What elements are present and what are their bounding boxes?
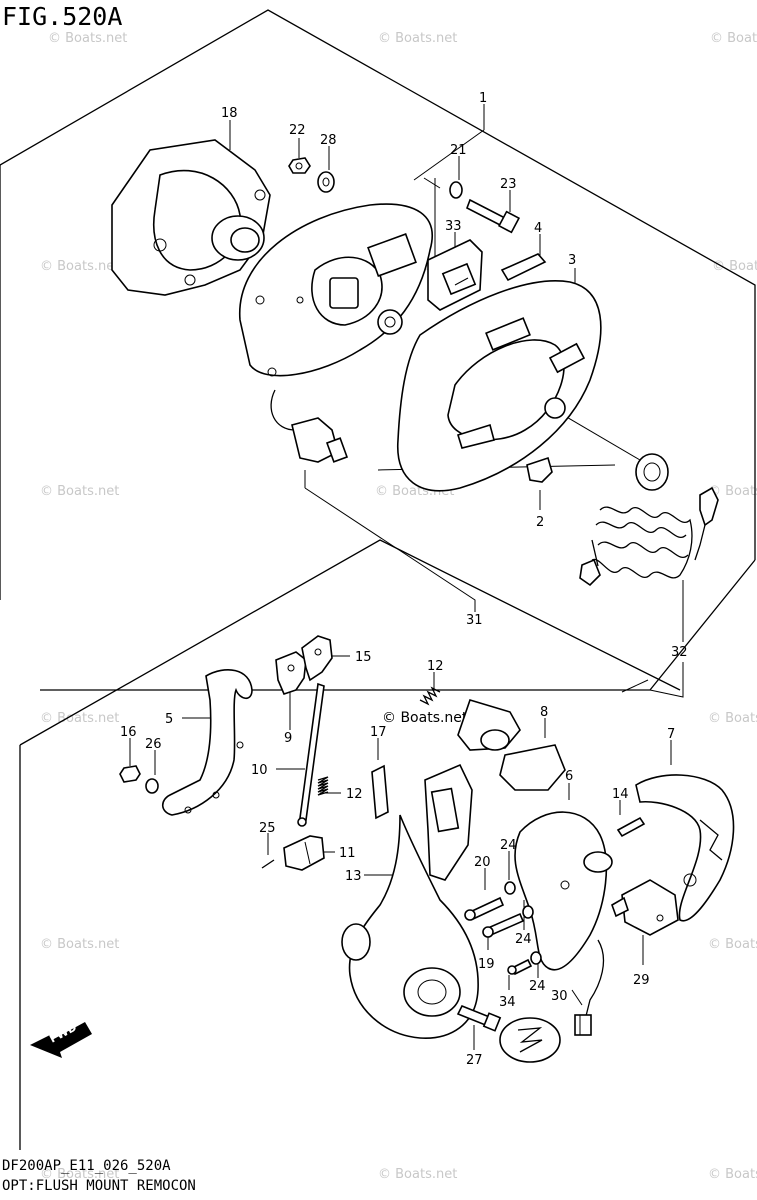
- callout-5: 5: [165, 712, 173, 727]
- part-13-lever: [341, 763, 479, 1039]
- watermark: © Boats.net: [708, 484, 757, 499]
- callout-4: 4: [534, 221, 542, 236]
- callout-24b: 24: [515, 932, 532, 947]
- callout-14: 14: [612, 787, 629, 802]
- suzuki-emblem: [499, 1017, 561, 1063]
- part-3-front-cover: [397, 280, 602, 492]
- part-29-switch: [611, 879, 679, 936]
- part-10-rod: [297, 682, 325, 827]
- part-24-washer-b: [522, 905, 534, 919]
- part-24-washer-c: [530, 951, 542, 965]
- callout-2: 2: [536, 515, 544, 530]
- part-2-block: [526, 456, 553, 483]
- callout-27: 27: [466, 1053, 483, 1068]
- watermark: © Boats.net: [48, 31, 127, 46]
- cover-plate: [239, 203, 433, 377]
- part-23-screw: [466, 198, 521, 234]
- callout-25: 25: [259, 821, 276, 836]
- part-28-washer: [317, 171, 335, 193]
- part-19-screw: [482, 912, 525, 938]
- callout-18: 18: [221, 106, 238, 121]
- part-grommet: [635, 453, 669, 491]
- callout-24c: 24: [529, 979, 546, 994]
- callout-21: 21: [450, 143, 467, 158]
- watermark: © Boats.net: [710, 31, 757, 46]
- watermark: © Boats.net: [708, 1167, 757, 1182]
- part-5-lever-plate: [161, 669, 253, 816]
- callout-28: 28: [320, 133, 337, 148]
- part-15-bracket: [301, 635, 333, 682]
- callout-3: 3: [568, 253, 576, 268]
- callout-30: 30: [551, 989, 568, 1004]
- part-22-nut: [288, 157, 311, 174]
- callout-20: 20: [474, 855, 491, 870]
- part-34-screw: [507, 958, 533, 976]
- fwd-arrow: FWD: [30, 1021, 92, 1058]
- part-14-pin: [616, 816, 646, 838]
- part-25-pin: [261, 859, 275, 869]
- watermark: © Boats.net: [708, 937, 757, 952]
- callout-10: 10: [251, 763, 268, 778]
- callout-26: 26: [145, 737, 162, 752]
- callout-23: 23: [500, 177, 517, 192]
- callout-9: 9: [284, 731, 292, 746]
- part-27-screw: [456, 1004, 502, 1032]
- watermark: © Boats.net: [378, 1167, 457, 1182]
- callout-numbers: 1 2 3 4 5 6 7 8 9 10 11 12 12 13 14 15 1…: [120, 91, 688, 1068]
- connector-harness: [270, 389, 349, 463]
- callout-12: 12: [346, 787, 363, 802]
- part-12-spring: [317, 776, 329, 796]
- callout-12b: 12: [427, 659, 444, 674]
- part-7-side-cover: [635, 774, 735, 922]
- callout-8: 8: [540, 705, 548, 720]
- callout-33: 33: [445, 219, 462, 234]
- callout-31: 31: [466, 613, 483, 628]
- part-6-grip: [514, 811, 613, 971]
- callout-29: 29: [633, 973, 650, 988]
- figure-code: DF200AP_E11_026_520A: [2, 1158, 171, 1174]
- part-11-clip: [283, 835, 325, 871]
- watermark: © Boats.net: [40, 1167, 119, 1182]
- watermark: © Boats.net: [40, 484, 119, 499]
- part-16-bolt: [119, 765, 141, 783]
- part-17-plate: [371, 764, 389, 820]
- figure-title: FIG.520A: [2, 2, 123, 31]
- part-12-spring-upper: [419, 686, 441, 706]
- part-20-screw: [464, 896, 505, 921]
- callout-24: 24: [500, 838, 517, 853]
- part-24-washer: [504, 881, 516, 895]
- callout-17: 17: [370, 725, 387, 740]
- part-4-plate: [500, 253, 547, 282]
- callout-13: 13: [345, 869, 362, 884]
- callout-1: 1: [479, 91, 487, 106]
- callout-16: 16: [120, 725, 137, 740]
- callout-34: 34: [499, 995, 516, 1010]
- callout-22: 22: [289, 123, 306, 138]
- watermark: © Boats.net: [712, 259, 757, 274]
- part-9-bracket: [275, 651, 307, 695]
- watermark: © Boats.net: [40, 711, 119, 726]
- part-26-washer: [145, 778, 159, 794]
- part-33-switch: [427, 239, 483, 311]
- part-30-harness: [574, 939, 605, 1036]
- part-32-lanyard: [579, 486, 719, 587]
- figure-description: OPT:FLUSH MOUNT REMOCON: [2, 1178, 196, 1194]
- callout-32: 32: [671, 645, 688, 660]
- watermark-inline: © Boats.net: [382, 710, 468, 726]
- watermark: © Boats.net: [378, 31, 457, 46]
- callout-6: 6: [565, 769, 573, 784]
- callout-15: 15: [355, 650, 372, 665]
- part-21-washer: [449, 181, 463, 199]
- part-8-switch: [457, 699, 566, 791]
- part-18-housing: [111, 139, 271, 296]
- callout-11: 11: [339, 846, 356, 861]
- watermark: © Boats.net: [40, 937, 119, 952]
- watermark: © Boats.net: [708, 711, 757, 726]
- watermark: © Boats.net: [40, 259, 119, 274]
- callout-7: 7: [667, 727, 675, 742]
- callout-19: 19: [478, 957, 495, 972]
